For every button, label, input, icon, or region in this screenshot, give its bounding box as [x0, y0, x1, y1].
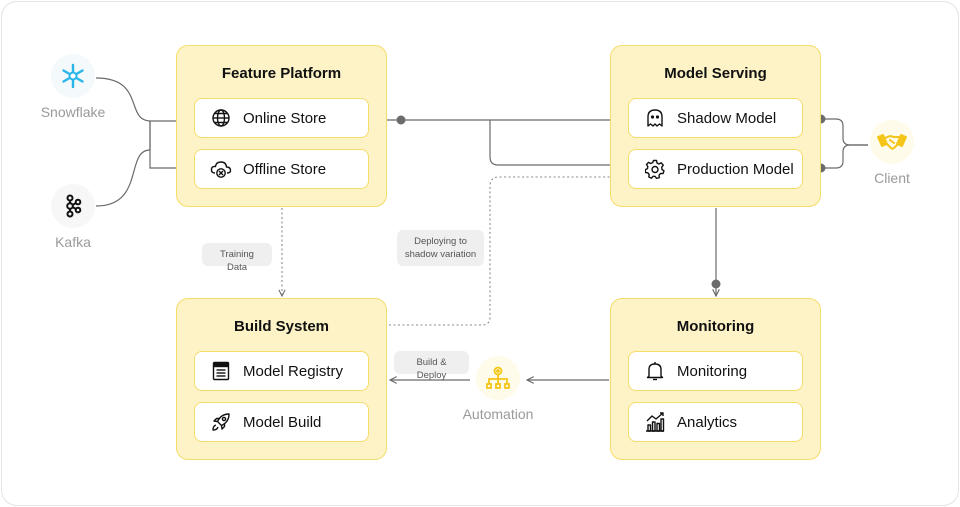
workflow-icon — [476, 356, 520, 400]
rocket-icon — [210, 411, 232, 433]
offline-store-item[interactable]: Offline Store — [194, 149, 369, 189]
model-registry-item[interactable]: Model Registry — [194, 351, 369, 391]
ghost-icon — [644, 107, 666, 129]
monitoring-item-label: Monitoring — [677, 362, 748, 380]
monitoring-panel: Monitoring Monitoring Analytics — [610, 298, 821, 460]
client-to-production — [805, 144, 868, 168]
kafka-node[interactable]: Kafka — [37, 184, 109, 250]
connector-dot — [396, 115, 406, 125]
deploying-line2: shadow variation — [404, 249, 477, 260]
kafka-icon — [51, 184, 95, 228]
training-data-tag: Training Data — [202, 243, 272, 273]
shadow-model-item[interactable]: Shadow Model — [628, 98, 803, 138]
offline-store-label: Offline Store — [243, 160, 327, 178]
feature-platform-panel: Feature Platform Online Store Offline St… — [176, 45, 387, 207]
monitoring-item[interactable]: Monitoring — [628, 351, 803, 391]
handshake-icon — [870, 120, 914, 164]
shadow-model-label: Shadow Model — [677, 109, 777, 127]
analytics-item[interactable]: Analytics — [628, 402, 803, 442]
build-system-panel: Build System Model Registry Model Build — [176, 298, 387, 460]
model-serving-panel: Model Serving Shadow Model Production Mo… — [610, 45, 821, 207]
globe-icon — [210, 107, 232, 129]
cloud-off-icon — [210, 158, 232, 180]
model-build-label: Model Build — [243, 413, 322, 431]
client-node[interactable]: Client — [862, 120, 922, 186]
online-store-label: Online Store — [243, 109, 327, 127]
production-to-online-line — [489, 120, 630, 166]
bell-icon — [644, 360, 666, 382]
monitoring-title: Monitoring — [676, 318, 755, 335]
snowflake-connector — [95, 77, 192, 122]
kafka-connector — [95, 121, 151, 207]
model-registry-label: Model Registry — [243, 362, 344, 380]
automation-label: Automation — [462, 406, 534, 422]
deploying-line1: Deploying to — [414, 236, 467, 247]
build-deploy-tag: Build & Deploy — [394, 351, 469, 381]
analytics-label: Analytics — [677, 413, 738, 431]
model-serving-title: Model Serving — [664, 65, 767, 82]
gear-icon — [644, 158, 666, 180]
bar-chart-icon — [644, 411, 666, 433]
snowflake-icon — [51, 54, 95, 98]
deploy-shadow-arrow — [389, 177, 630, 326]
snowflake-node[interactable]: Snowflake — [37, 54, 109, 120]
snowflake-label: Snowflake — [40, 104, 106, 120]
registry-icon — [210, 360, 232, 382]
feature-platform-title: Feature Platform — [221, 65, 342, 82]
build-system-title: Build System — [233, 318, 330, 335]
client-label: Client — [874, 170, 910, 186]
client-to-shadow — [805, 119, 868, 146]
training-data-label: Training Data — [220, 249, 254, 273]
model-build-item[interactable]: Model Build — [194, 402, 369, 442]
build-deploy-label: Build & Deploy — [416, 357, 447, 381]
online-store-item[interactable]: Online Store — [194, 98, 369, 138]
production-model-label: Production Model — [677, 160, 794, 178]
automation-node[interactable]: Automation — [456, 356, 540, 422]
production-model-item[interactable]: Production Model — [628, 149, 803, 189]
deploying-shadow-tag: Deploying to shadow variation — [397, 230, 484, 266]
kafka-label: Kafka — [55, 234, 91, 250]
